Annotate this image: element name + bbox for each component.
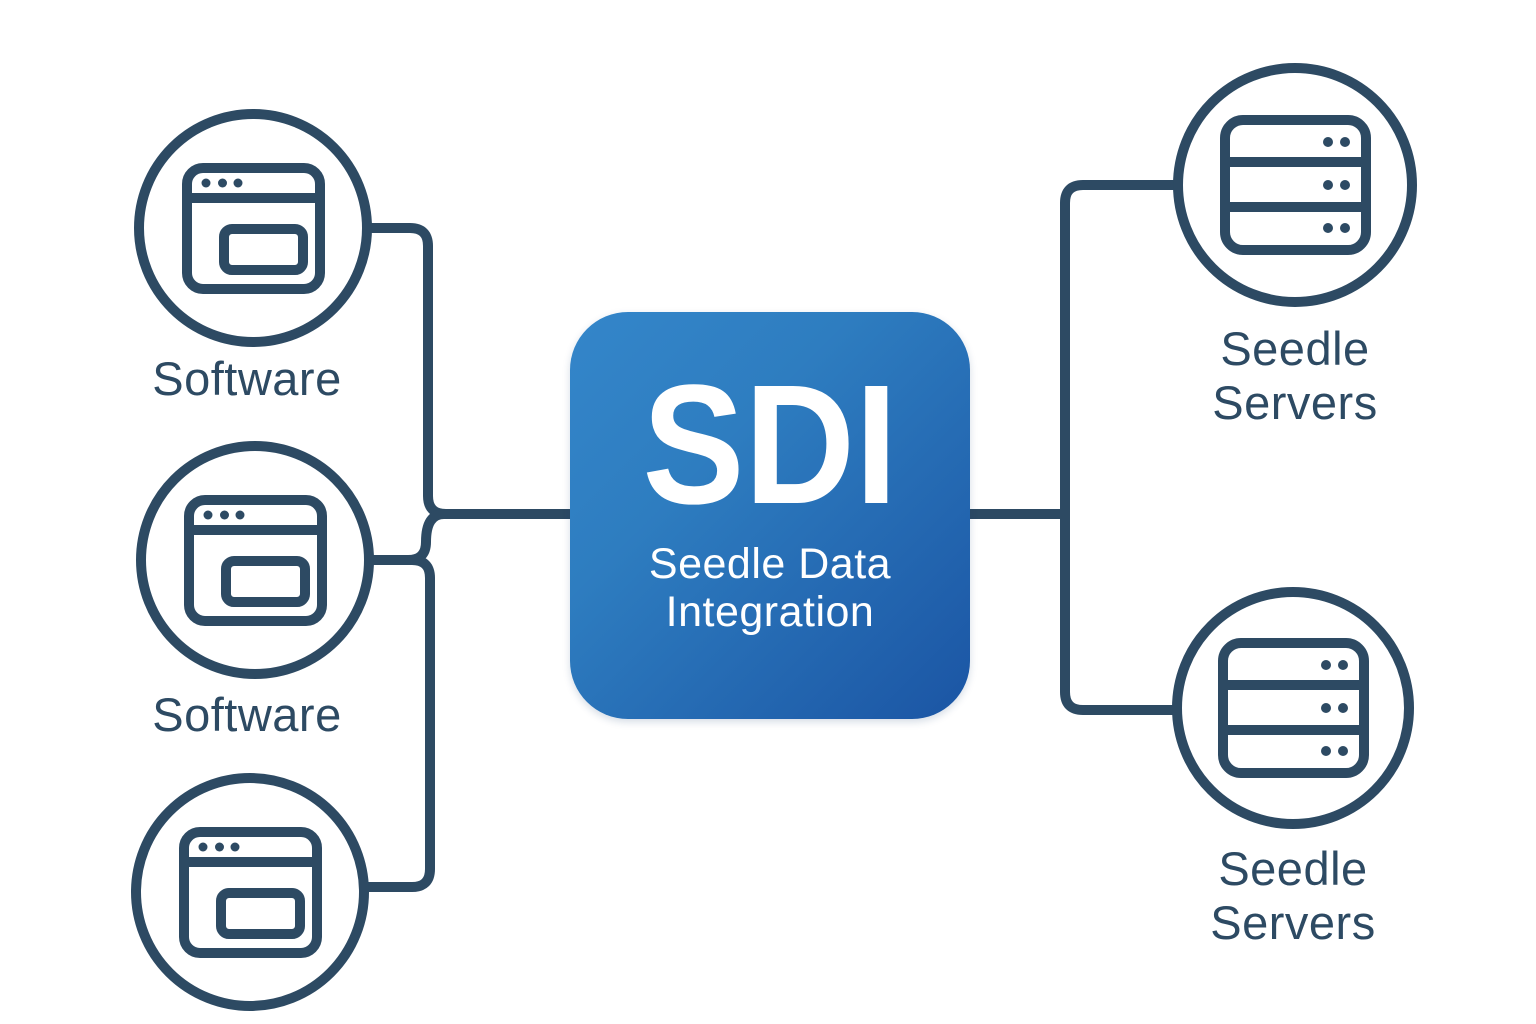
sdi-abbreviation: SDI — [642, 350, 898, 540]
node-label-seedle-servers-1: Seedle Servers — [1145, 322, 1445, 429]
connector-middle-left-to-bottom-left — [367, 555, 435, 892]
browser-window-icon — [181, 162, 325, 294]
node-label-seedle-servers-2: Seedle Servers — [1143, 842, 1443, 949]
browser-window-icon — [178, 826, 322, 958]
sdi-center-box — [570, 312, 970, 719]
node-software-2 — [136, 441, 374, 679]
connector-top-left-to-box — [368, 223, 572, 519]
label-line-2: Servers — [1212, 375, 1378, 429]
sdi-subtitle: Seedle Data Integration — [570, 540, 970, 636]
node-software-1 — [134, 109, 372, 347]
label-line-1: Seedle — [1218, 842, 1368, 895]
label-line-2: Servers — [1210, 895, 1376, 949]
node-label-software-1: Software — [152, 352, 342, 405]
sdi-subtitle-line-1: Seedle Data — [648, 540, 892, 588]
connector-right-trunk — [1060, 180, 1178, 715]
server-rack-icon — [1219, 115, 1371, 255]
node-label-software-2: Software — [152, 688, 342, 741]
node-seedle-servers-1 — [1173, 63, 1417, 307]
sdi-subtitle-line-2: Integration — [665, 588, 875, 637]
browser-window-icon — [183, 494, 327, 626]
server-rack-icon — [1217, 638, 1369, 778]
node-software-3 — [131, 773, 369, 1011]
label-line-1: Seedle — [1220, 322, 1370, 375]
connector-middle-left-merge — [370, 509, 462, 565]
node-seedle-servers-2 — [1172, 587, 1414, 829]
